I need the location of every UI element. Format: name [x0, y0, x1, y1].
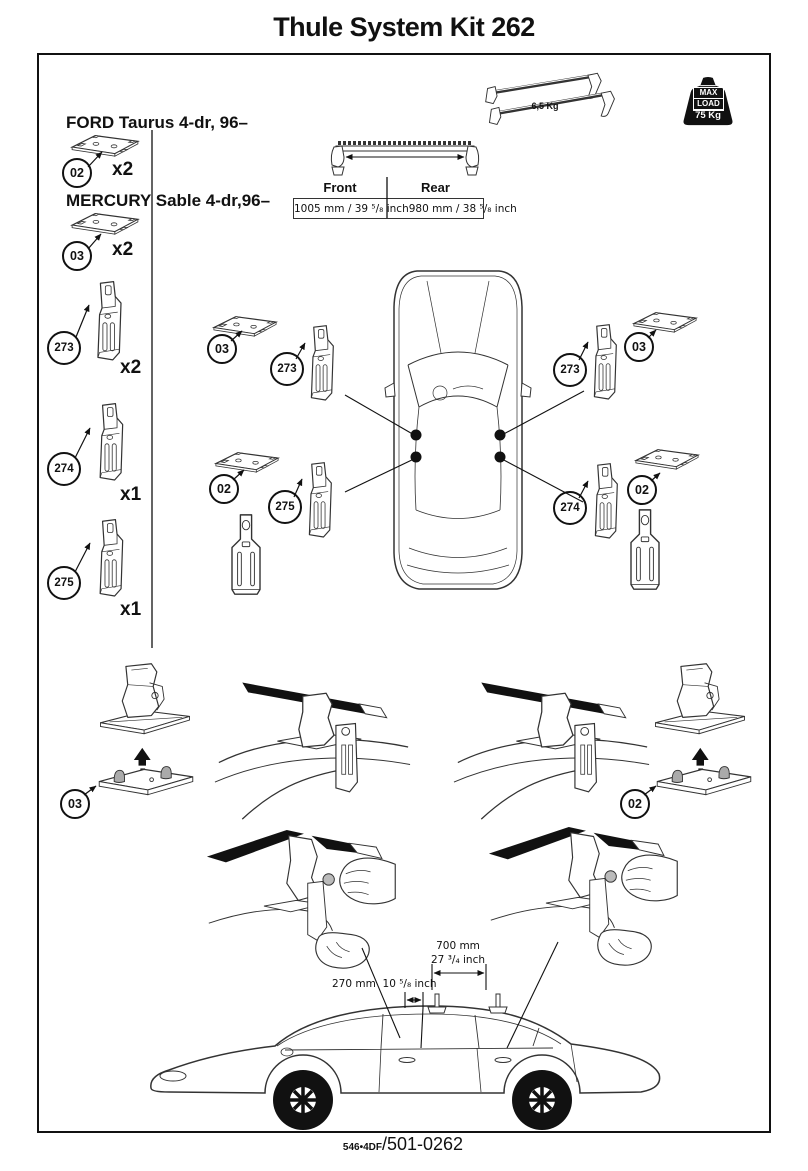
assembly-right-plate-badge: 02: [620, 789, 650, 819]
document-code: 546•4DF/501-0262: [303, 1134, 503, 1155]
front-right-plate-badge: 03: [624, 332, 654, 362]
max-load-box: MAX LOAD: [693, 87, 724, 111]
part-275-bracket-illustration: [90, 518, 128, 600]
car-top-view-illustration: [383, 265, 533, 595]
part-273-qty: x2: [120, 357, 142, 378]
vehicle-model-1: FORD Taurus 4-dr, 96–: [66, 113, 249, 132]
part-274-bracket-illustration: [90, 402, 128, 484]
document-code-prefix: 546•4DF: [342, 1142, 382, 1153]
part-badge-273: 273: [47, 331, 81, 365]
front-left-bracket-badge: 273: [270, 352, 304, 386]
load-bar-section-illustration: [320, 137, 488, 181]
rear-right-clip-illustration: [627, 508, 663, 592]
part-02-plate-illustration: [68, 131, 142, 160]
hand-tightening-left-illustration: [205, 823, 400, 973]
part-02-qty: x2: [112, 159, 134, 180]
part-03-plate-illustration: [68, 209, 142, 238]
bar-spacing-inch-label: 27 ³/₄ inch: [431, 954, 485, 966]
car-side-view-illustration: [135, 988, 690, 1133]
adapter-plate-right-illustration: [651, 746, 757, 804]
part-03-qty: x2: [112, 239, 134, 260]
rear-left-plate-badge: 02: [209, 474, 239, 504]
front-column-header: Front: [323, 180, 357, 195]
rear-right-plate-badge: 02: [627, 475, 657, 505]
part-badge-275: 275: [47, 566, 81, 600]
rear-left-bracket-badge: 275: [268, 490, 302, 524]
rear-left-plate-illustration: [212, 448, 282, 476]
part-273-bracket-illustration: [88, 280, 126, 364]
rear-right-bracket-illustration: [586, 461, 622, 543]
foot-assembly-left-illustration: [95, 655, 195, 747]
load-bars-illustration: [480, 66, 622, 128]
bar-length-table: 1005 mm / 39 ⁵/₈ inch 980 mm / 38 ⁵/₈ in…: [293, 198, 517, 219]
hand-tightening-right-illustration: [487, 820, 682, 970]
max-load-value: 75 Kg: [695, 110, 721, 121]
content-frame: [37, 53, 771, 1133]
rear-right-plate-illustration: [632, 445, 702, 473]
front-left-plate-badge: 03: [207, 334, 237, 364]
rear-bar-length: 980 mm / 38 ⁵/₈ inch: [408, 202, 517, 215]
rear-left-bracket-illustration: [300, 461, 336, 541]
bar-spacing-mm-label: 700 mm: [436, 940, 480, 952]
document-code-number: /501-0262: [382, 1134, 464, 1154]
bars-weight-label: 6,5 Kg: [531, 101, 559, 111]
rear-left-clip-illustration: [228, 513, 264, 597]
max-load-line2: LOAD: [694, 99, 723, 110]
rear-right-bracket-badge: 274: [553, 491, 587, 525]
assembly-left-plate-badge: 03: [60, 789, 90, 819]
part-badge-274: 274: [47, 452, 81, 486]
part-badge-03: 03: [62, 241, 92, 271]
front-left-bracket-illustration: [302, 324, 338, 404]
mounted-foot-left-illustration: [213, 665, 413, 825]
rear-column-header: Rear: [421, 180, 450, 195]
front-right-bracket-badge: 273: [553, 353, 587, 387]
front-bar-length: 1005 mm / 39 ⁵/₈ inch: [294, 202, 409, 215]
max-load-line1: MAX: [694, 88, 723, 99]
adapter-plate-left-illustration: [93, 746, 199, 804]
part-275-qty: x1: [120, 599, 142, 620]
vehicle-models: FORD Taurus 4-dr, 96– MERCURY Sable 4-dr…: [66, 58, 270, 266]
front-right-bracket-illustration: [585, 321, 621, 405]
vehicle-model-2: MERCURY Sable 4-dr,96–: [66, 191, 271, 210]
part-274-qty: x1: [120, 484, 142, 505]
foot-assembly-right-illustration: [650, 655, 750, 747]
part-badge-02: 02: [62, 158, 92, 188]
page-title: Thule System Kit 262: [273, 12, 535, 42]
